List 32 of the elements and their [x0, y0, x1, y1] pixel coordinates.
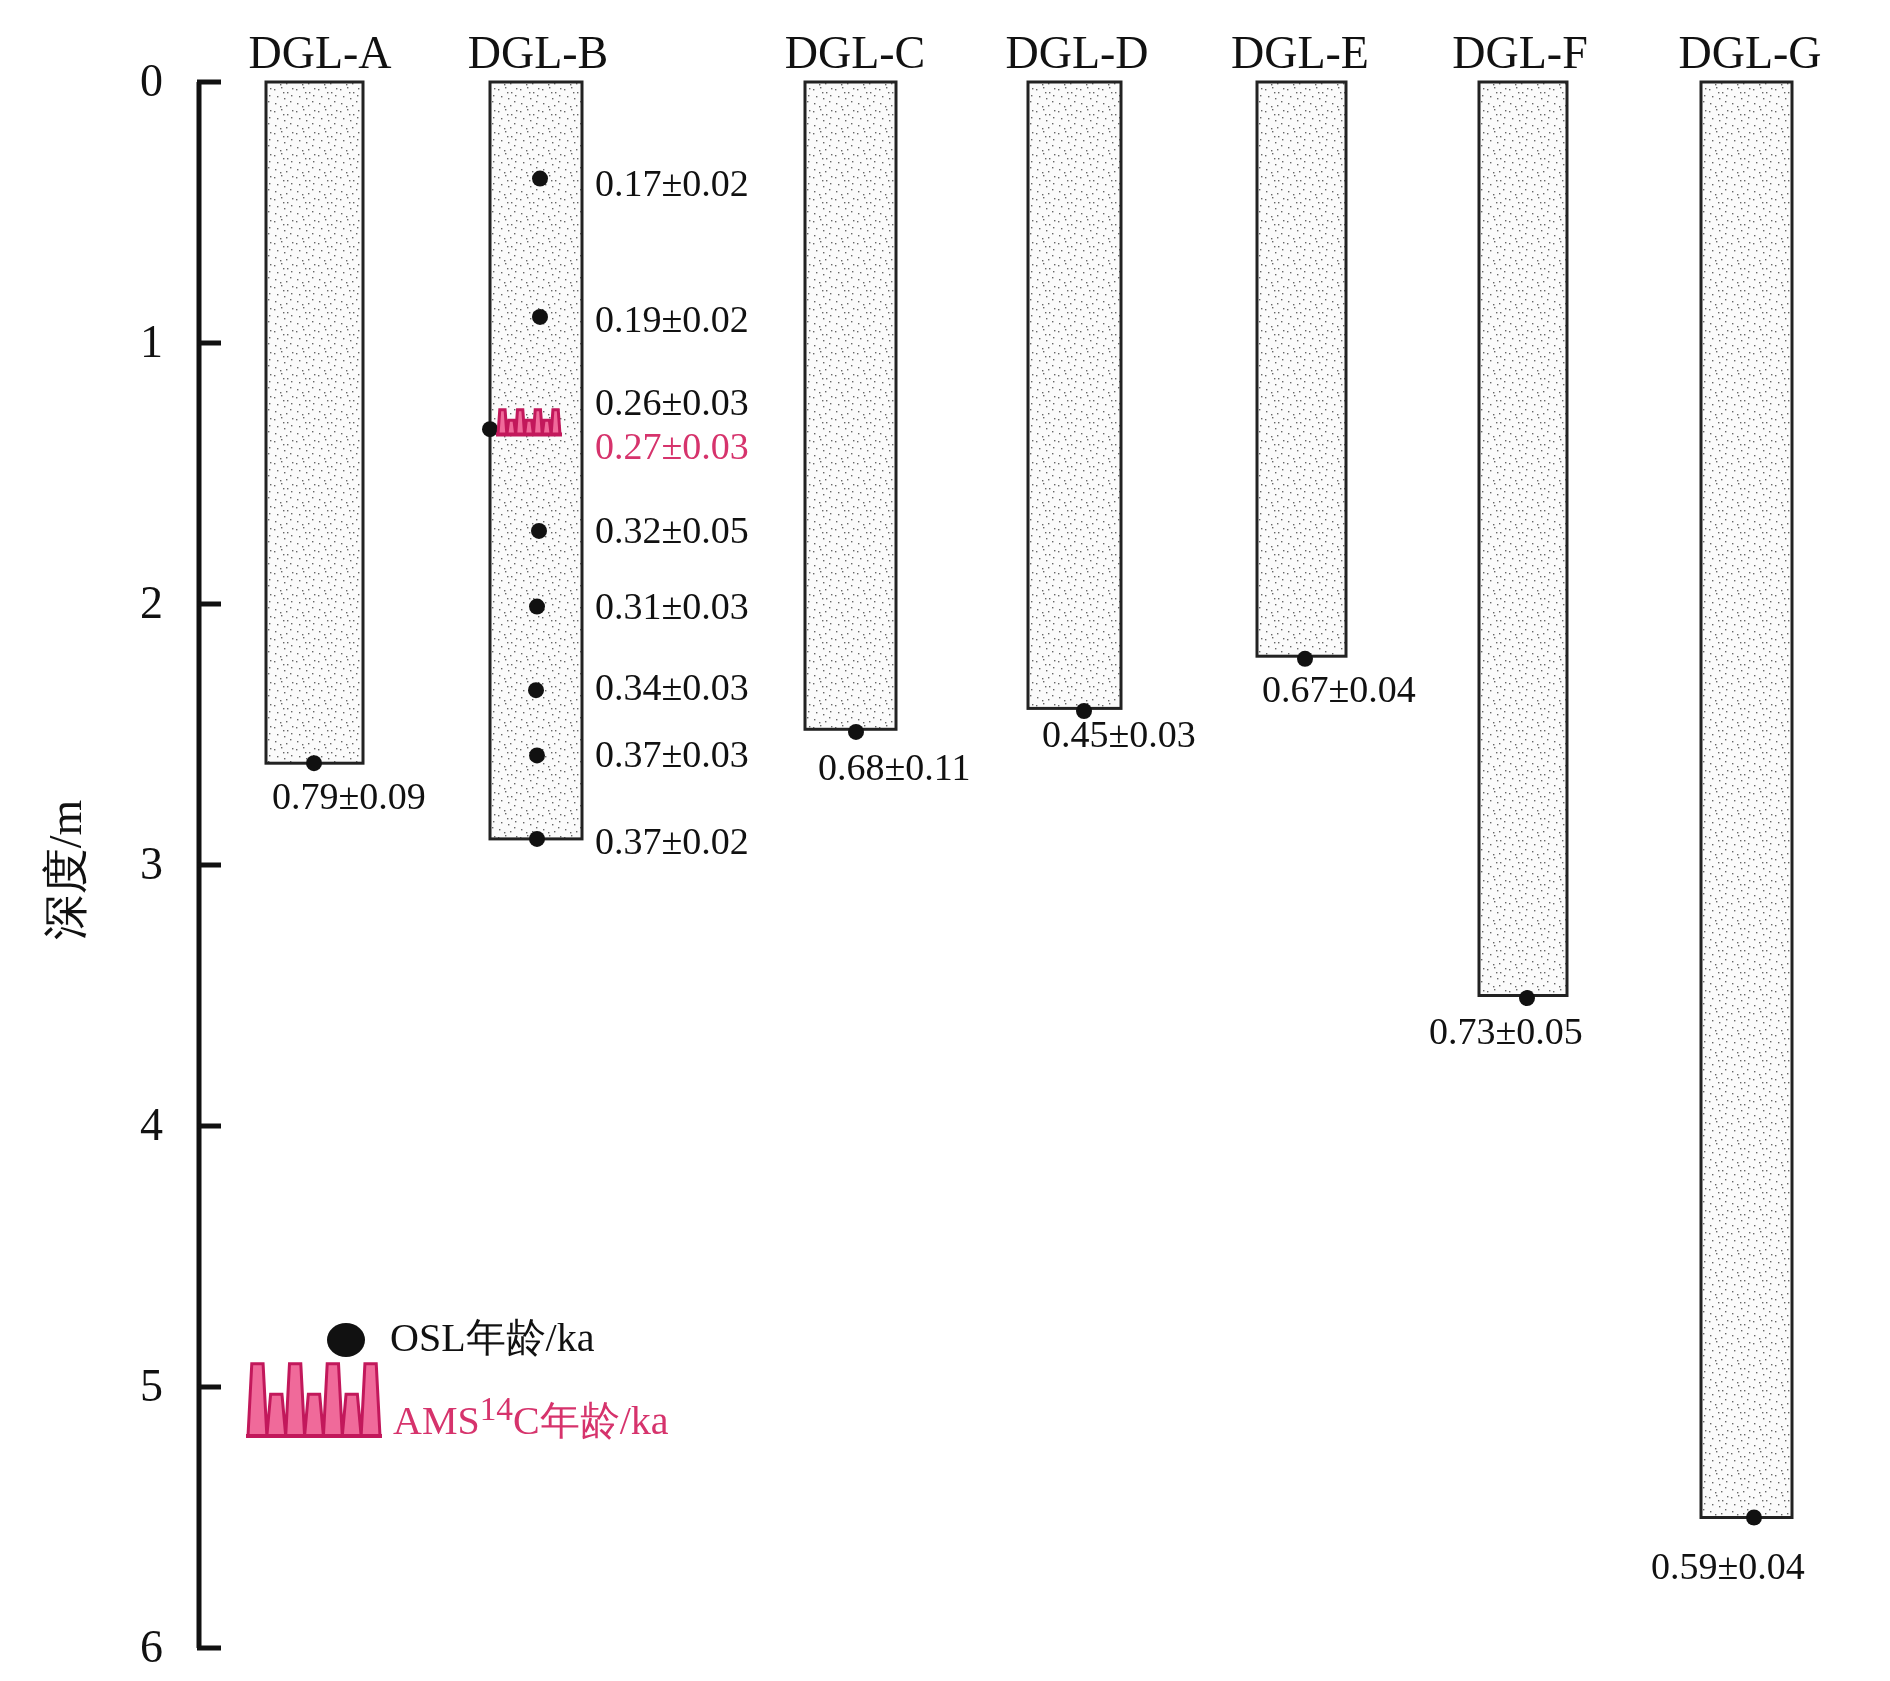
tick-label: 0 [140, 58, 163, 104]
core-label: DGL-C [784, 30, 926, 76]
tick-label: 4 [140, 1102, 163, 1148]
legend-label: AMS$^{14}$C年龄/ka [393, 1392, 669, 1442]
core-label: DGL-G [1678, 30, 1822, 76]
age-label: 0.37±0.03 [595, 735, 749, 774]
age-label: 0.32±0.05 [595, 510, 749, 549]
age-label: 0.26±0.03 [595, 383, 749, 421]
age-label: 0.59±0.04 [1651, 1547, 1805, 1586]
age-label: 0.79±0.09 [272, 777, 426, 816]
age-label: 0.27±0.03 [595, 427, 749, 466]
age-label: 0.67±0.04 [1262, 670, 1416, 709]
tick-label: 5 [140, 1363, 163, 1409]
axis-title: 深度/m [43, 799, 89, 941]
core-label: DGL-B [467, 30, 609, 76]
core-label: DGL-E [1231, 30, 1369, 76]
age-label: 0.34±0.03 [595, 667, 749, 706]
age-label: 0.68±0.11 [818, 748, 971, 787]
tick-label: 6 [140, 1624, 163, 1670]
age-label: 0.17±0.02 [595, 163, 749, 202]
age-label: 0.45±0.03 [1042, 714, 1196, 753]
tick-label: 3 [140, 841, 163, 887]
core-label: DGL-D [1005, 30, 1149, 76]
age-label: 0.37±0.02 [595, 821, 749, 860]
core-label: DGL-F [1452, 30, 1588, 76]
legend-label: OSL年龄/ka [390, 1318, 595, 1358]
age-label: 0.19±0.02 [595, 299, 749, 338]
age-label: 0.73±0.05 [1429, 1012, 1583, 1051]
age-label: 0.31±0.03 [595, 586, 749, 625]
tick-label: 2 [140, 580, 163, 626]
core-label: DGL-A [248, 30, 392, 76]
tick-label: 1 [140, 319, 163, 365]
